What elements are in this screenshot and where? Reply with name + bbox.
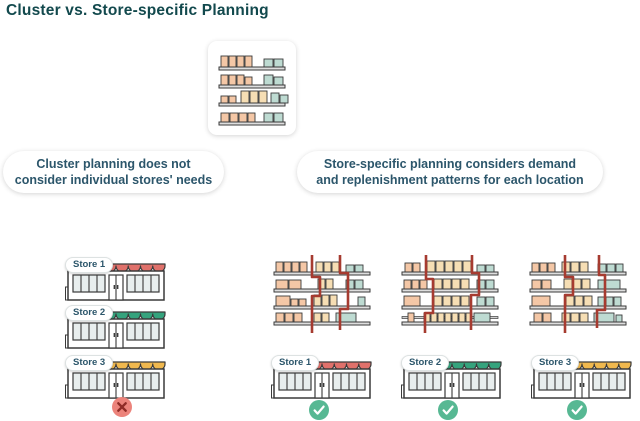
specific-store-3: Store 3	[530, 355, 634, 401]
check-icon	[438, 400, 458, 420]
cross-icon	[112, 397, 132, 417]
cluster-bubble-text: Cluster planning does not consider indiv…	[14, 156, 213, 187]
cluster-store-1: Store 1	[64, 257, 168, 303]
planogram-route-icon	[401, 255, 499, 333]
cluster-store-3: Store 3	[64, 355, 168, 401]
planogram-route-icon	[529, 255, 627, 333]
store-label: Store 2	[401, 355, 450, 371]
route-line	[338, 255, 350, 330]
central-assortment-card	[208, 41, 296, 135]
route-line	[595, 255, 607, 328]
planogram-route-icon	[273, 255, 371, 333]
route-line	[563, 255, 575, 333]
shelf-row	[218, 55, 286, 71]
specific-store-2: Store 2	[400, 355, 504, 401]
check-icon	[309, 400, 329, 420]
store-shelves-icon	[218, 55, 289, 126]
store-label: Store 3	[65, 355, 114, 371]
route-line	[469, 255, 481, 330]
store-specific-planning-bubble: Store-specific planning considers demand…	[297, 151, 603, 193]
cluster-planning-bubble: Cluster planning does not consider indiv…	[3, 151, 224, 193]
page-title: Cluster vs. Store-specific Planning	[6, 2, 269, 19]
specific-store-1: Store 1	[270, 355, 374, 401]
shelf-row	[218, 90, 289, 107]
store-label: Store 2	[65, 305, 114, 321]
cluster-store-2: Store 2	[64, 305, 168, 351]
route-line	[423, 255, 435, 333]
store-label: Store 1	[65, 257, 114, 273]
check-icon	[567, 400, 587, 420]
store-specific-bubble-text: Store-specific planning considers demand…	[316, 156, 584, 187]
store-label: Store 1	[271, 355, 320, 371]
shelf-row	[218, 112, 286, 126]
store-label: Store 3	[531, 355, 580, 371]
route-line	[310, 255, 322, 333]
shelf-row	[218, 74, 286, 89]
